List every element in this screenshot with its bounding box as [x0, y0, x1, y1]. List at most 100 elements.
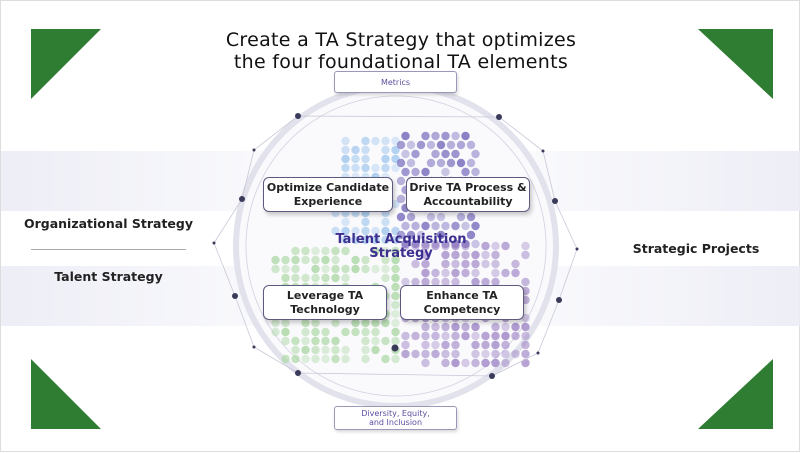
hexagon-cell [321, 337, 329, 345]
hexagon-cell [501, 332, 509, 340]
hexagon-cell [271, 265, 279, 273]
hexagon-cell [471, 260, 479, 268]
hexagon-cell [417, 141, 425, 149]
hexagon-cell [331, 337, 339, 345]
hexagon-cell [341, 155, 349, 163]
pill-line: and Inclusion [369, 418, 422, 427]
hexagon-cell [521, 323, 529, 331]
hexagon-cell [381, 319, 389, 327]
hexagon-cell [397, 195, 405, 203]
talent-strategy-label: Talent Strategy [21, 269, 196, 284]
hexagon-cell [371, 137, 379, 145]
box-line: Leverage TA [287, 289, 363, 303]
hexagon-cell [381, 218, 389, 226]
hexagon-cell [431, 150, 439, 158]
hexagon-cell [301, 337, 309, 345]
hexagon-cell [521, 350, 529, 358]
network-node [295, 370, 301, 376]
hexagon-cell [451, 269, 459, 277]
hexagon-cell [451, 323, 459, 331]
hexagon-cell [471, 222, 479, 230]
hexagon-cell [281, 337, 289, 345]
hexagon-cell [461, 359, 469, 367]
hexagon-cell [451, 359, 459, 367]
hexagon-cell [397, 159, 405, 167]
hexagon-cell [331, 274, 339, 282]
hexagon-cell [511, 350, 519, 358]
hexagon-cell [321, 346, 329, 354]
hexagon-cell [407, 141, 415, 149]
hexagon-cell [437, 141, 445, 149]
hexagon-cell [451, 222, 459, 230]
hexagon-cell [397, 213, 405, 221]
hexagon-cell [451, 260, 459, 268]
hexagon-cell [361, 319, 369, 327]
quadrant-optimize-candidate-experience: Optimize CandidateExperience [263, 177, 393, 212]
hexagon-cell [467, 141, 475, 149]
hexagon-cell [511, 323, 519, 331]
hexagon-cell [437, 213, 445, 221]
hexagon-cell [447, 141, 455, 149]
hexagon-cell [431, 269, 439, 277]
hexagon-cell [361, 137, 369, 145]
box-line: Enhance TA [426, 289, 497, 303]
network-node [213, 242, 216, 245]
hexagon-cell [281, 328, 289, 336]
box-line: Experience [294, 195, 362, 209]
hexagon-cell [301, 274, 309, 282]
hexagon-cell [351, 155, 359, 163]
hexagon-cell [361, 355, 369, 363]
hexagon-cell [441, 323, 449, 331]
hexagon-cell [461, 332, 469, 340]
hexagon-cell [341, 265, 349, 273]
hexagon-cell [331, 319, 339, 327]
hexagon-cell [291, 337, 299, 345]
hexagon-cell [341, 346, 349, 354]
hexagon-cell [441, 168, 449, 176]
hexagon-cell [457, 213, 465, 221]
network-node [253, 346, 256, 349]
hexagon-cell [451, 332, 459, 340]
hexagon-cell [421, 359, 429, 367]
hexagon-cell [461, 168, 469, 176]
hexagon-cell [411, 350, 419, 358]
hexagon-cell [371, 319, 379, 327]
hexagon-cell [401, 150, 409, 158]
hexagon-cell [381, 265, 389, 273]
hexagon-cell [311, 346, 319, 354]
hexagon-cell [361, 346, 369, 354]
hexagon-cell [421, 332, 429, 340]
hexagon-cell [281, 355, 289, 363]
hexagon-cell [511, 260, 519, 268]
hexagon-cell [361, 337, 369, 345]
hexagon-cell [391, 355, 399, 363]
network-node [239, 196, 245, 202]
hexagon-cell [351, 328, 359, 336]
hexagon-cell [461, 269, 469, 277]
hexagon-cell [501, 242, 509, 250]
box-line: Competency [424, 303, 501, 317]
hexagon-cell [441, 150, 449, 158]
hexagon-cell [441, 341, 449, 349]
hexagon-cell [361, 328, 369, 336]
hexagon-cell [467, 213, 475, 221]
hexagon-cell [451, 350, 459, 358]
hexagon-cell [471, 332, 479, 340]
network-node [576, 248, 579, 251]
hexagon-cell [331, 355, 339, 363]
hexagon-cell [467, 159, 475, 167]
hexagon-cell [371, 328, 379, 336]
hexagon-cell [441, 132, 449, 140]
hexagon-cell [511, 332, 519, 340]
hexagon-cell [301, 355, 309, 363]
hexagon-cell [391, 337, 399, 345]
network-node [537, 352, 540, 355]
hexagon-cell [397, 141, 405, 149]
hexagon-cell [411, 150, 419, 158]
hexagon-cell [421, 341, 429, 349]
hexagon-cell [481, 359, 489, 367]
hexagon-cell [481, 341, 489, 349]
hexagon-cell [441, 332, 449, 340]
divider [31, 249, 186, 250]
hexagon-cell [461, 260, 469, 268]
